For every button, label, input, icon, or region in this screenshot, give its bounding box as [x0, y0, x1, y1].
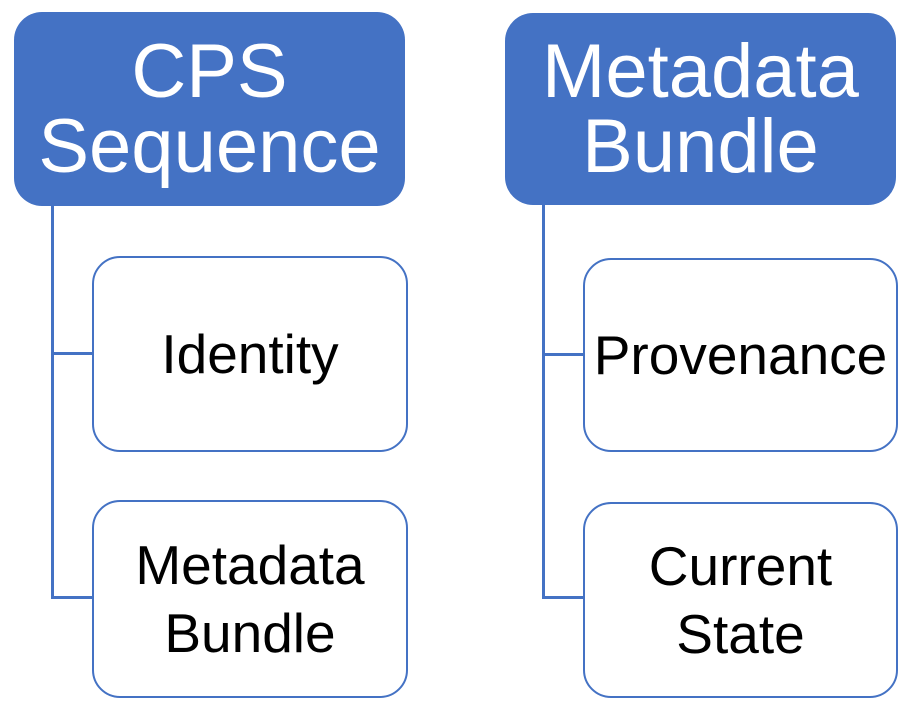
node-provenance-label: Provenance: [593, 324, 888, 386]
connector-right-vertical: [542, 205, 545, 598]
node-identity-label: Identity: [161, 323, 339, 385]
connector-left-stub-identity: [51, 352, 92, 355]
connector-left-vertical: [51, 206, 54, 598]
node-current-state-label: Current State: [648, 535, 833, 665]
node-provenance: Provenance: [583, 258, 898, 452]
connector-right-stub-current-state: [542, 596, 583, 599]
node-cps-sequence-label: CPS Sequence: [38, 29, 381, 189]
node-metadata-bundle-root-label: Metadata Bundle: [542, 29, 859, 189]
connector-right-stub-provenance: [542, 353, 583, 356]
node-metadata-bundle-child: Metadata Bundle: [92, 500, 408, 698]
connector-left-stub-metadata-bundle: [51, 596, 92, 599]
node-identity: Identity: [92, 256, 408, 452]
node-metadata-bundle-root: Metadata Bundle: [505, 13, 896, 205]
node-cps-sequence: CPS Sequence: [14, 12, 405, 206]
node-metadata-bundle-child-label: Metadata Bundle: [135, 534, 365, 664]
node-current-state: Current State: [583, 502, 898, 698]
